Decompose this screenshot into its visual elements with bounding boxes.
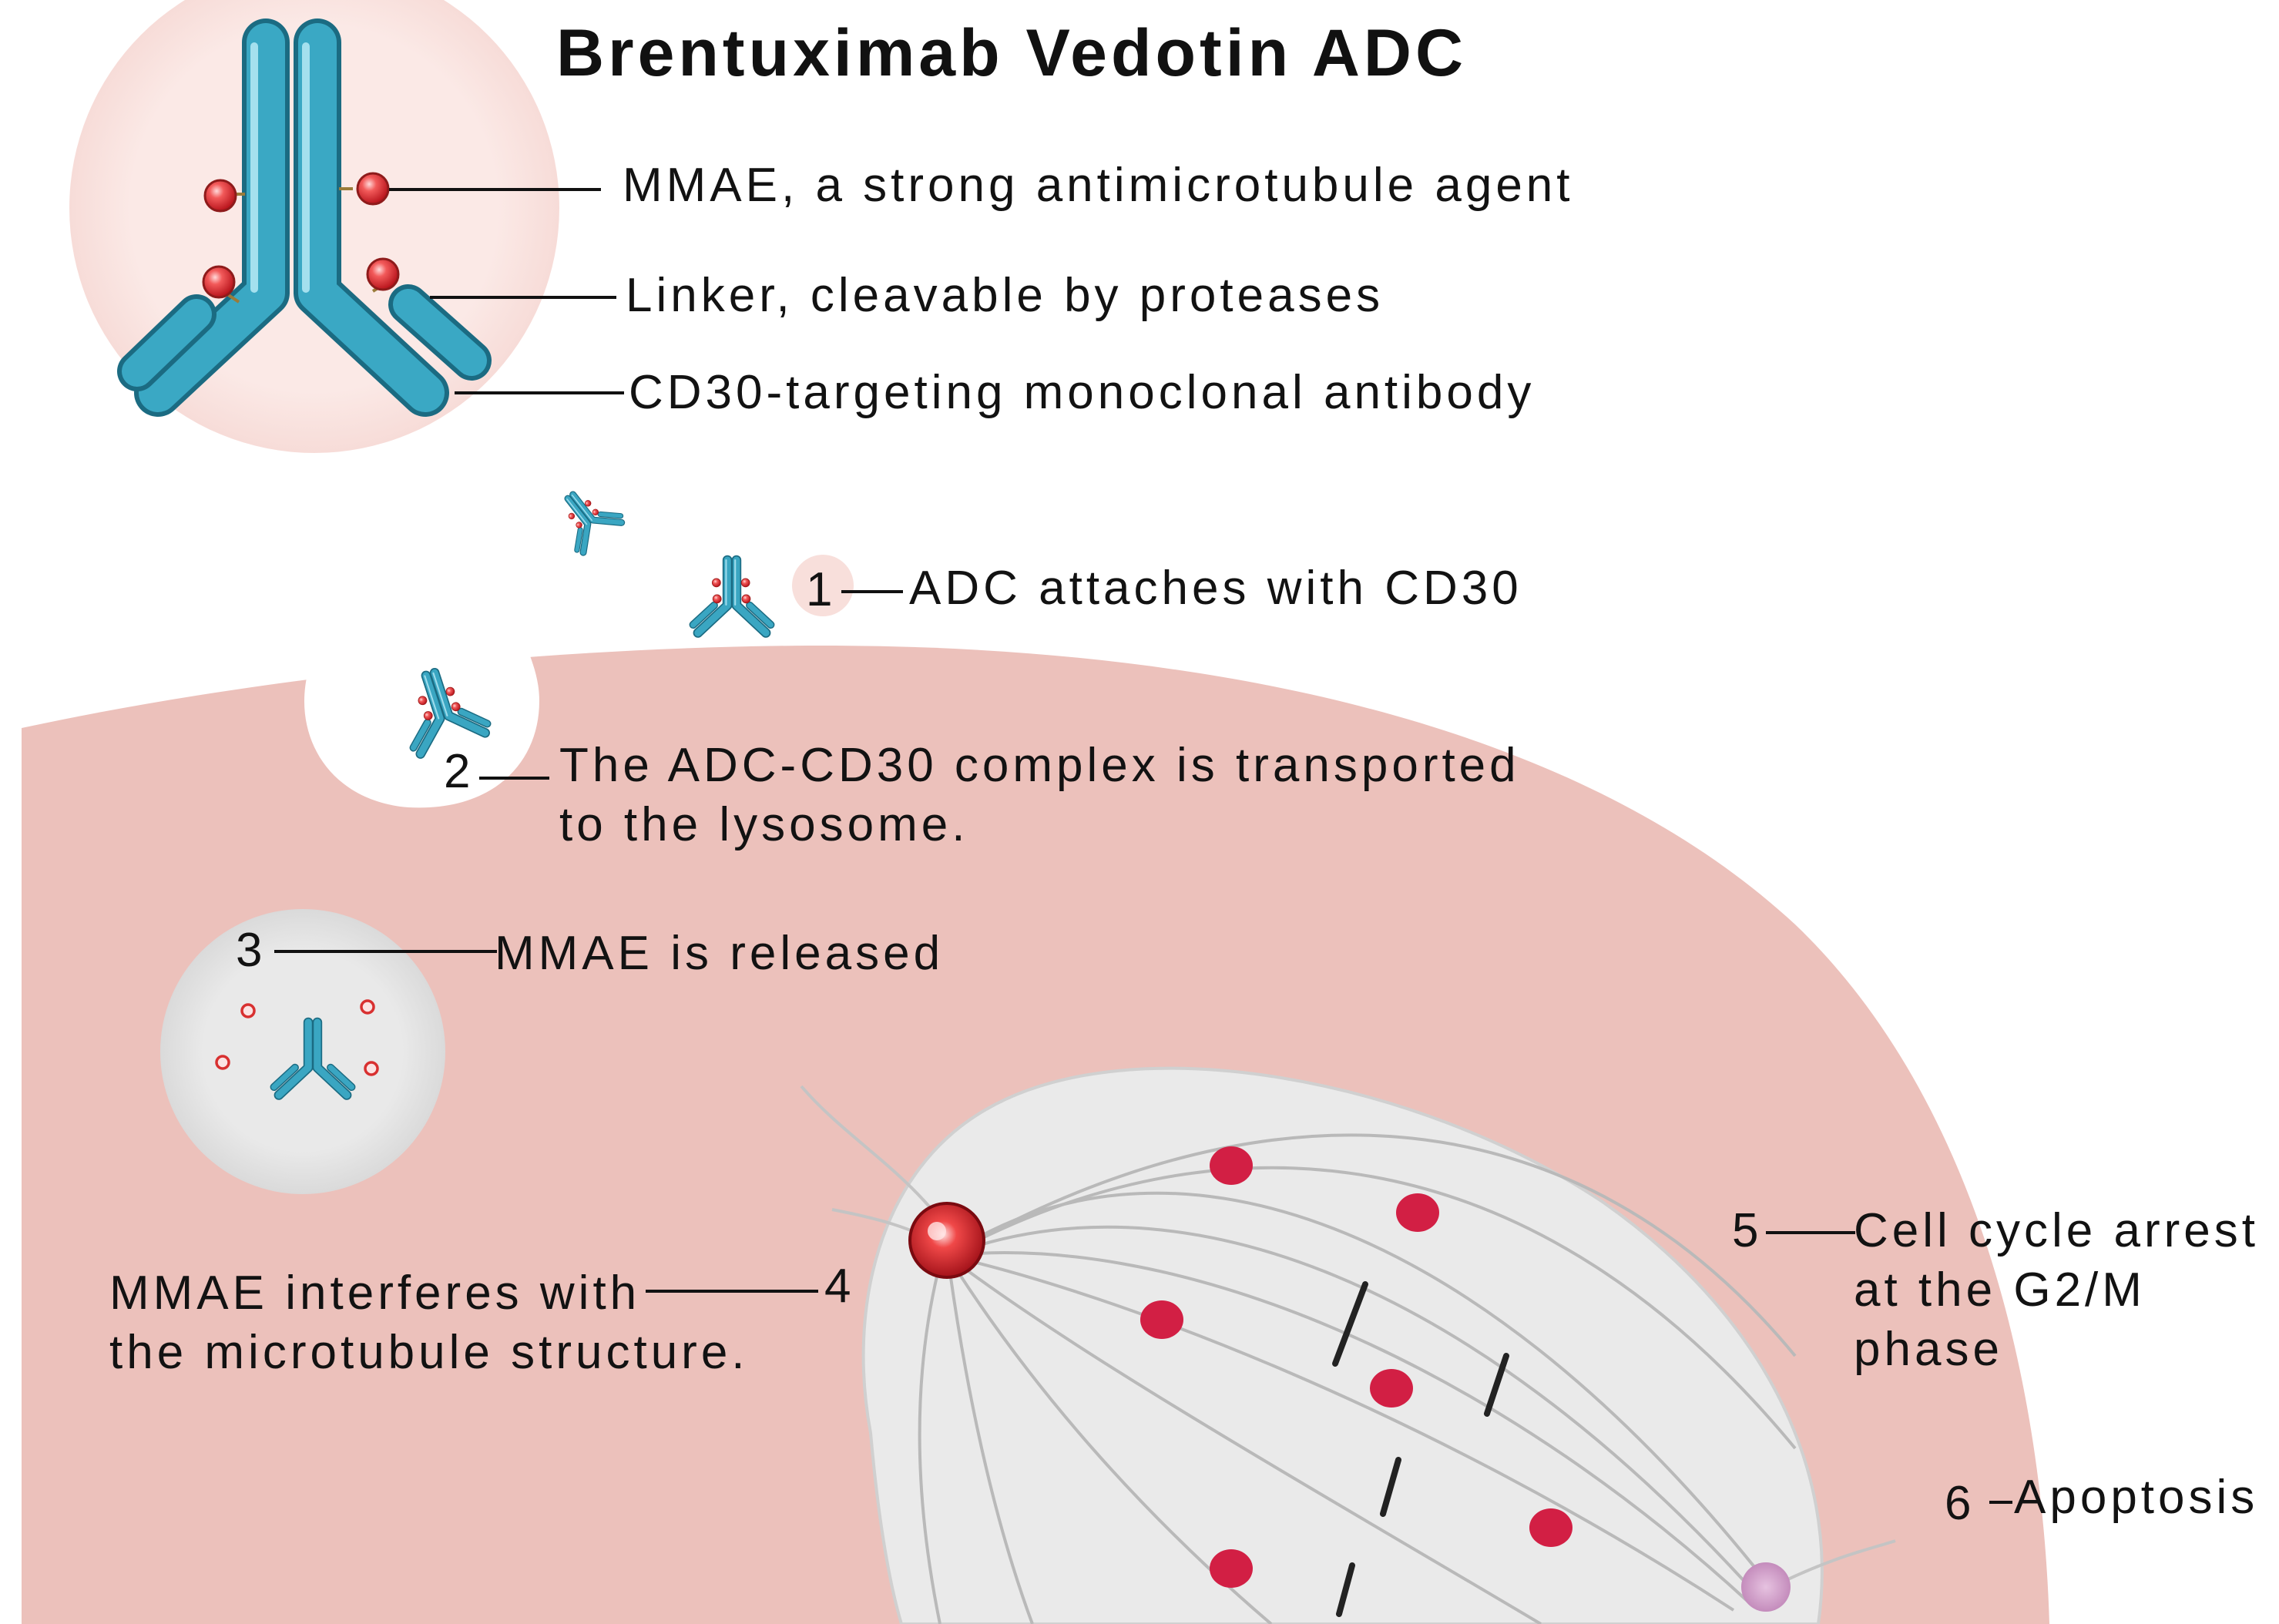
step-6-text: Apoptosis bbox=[2014, 1471, 2259, 1524]
step-2-number: 2 bbox=[444, 745, 471, 798]
step-1-number: 1 bbox=[806, 563, 833, 616]
lysosome bbox=[160, 909, 445, 1194]
label-linker: Linker, cleavable by proteases bbox=[626, 269, 1385, 322]
step-4-text-line-1: MMAE interferes with bbox=[109, 1267, 641, 1320]
centrosome-mmae-icon bbox=[908, 1202, 985, 1279]
step-3-number: 3 bbox=[236, 924, 263, 977]
mmae-molecule-icon bbox=[366, 257, 400, 291]
step-3-text: MMAE is released bbox=[495, 927, 945, 980]
mmae-molecule-icon bbox=[356, 172, 390, 206]
step-2-text-line-1: The ADC-CD30 complex is transported bbox=[559, 739, 1520, 792]
centrosome-icon bbox=[1741, 1562, 1791, 1612]
released-mmae bbox=[215, 999, 379, 1076]
step-4-number: 4 bbox=[824, 1260, 851, 1313]
label-antibody: CD30-targeting monoclonal antibody bbox=[629, 366, 1536, 419]
attached-adc-icon bbox=[693, 560, 771, 633]
step-5-text-line-2: at the G2/M bbox=[1854, 1263, 2146, 1317]
step-1-text: ADC attaches with CD30 bbox=[909, 562, 1522, 615]
mmae-molecule-icon bbox=[202, 265, 236, 299]
page-title: Brentuximab Vedotin ADC bbox=[556, 16, 1468, 90]
step-6-number: 6 bbox=[1945, 1477, 1972, 1530]
step-5-text-line-3: phase bbox=[1854, 1323, 2003, 1376]
step-5-text-line-1: Cell cycle arrest bbox=[1854, 1204, 2259, 1257]
cd30-receptor bbox=[792, 555, 854, 616]
step-5-number: 5 bbox=[1732, 1204, 1759, 1257]
mmae-molecule-icon bbox=[203, 179, 237, 213]
mitotic-spindle-icon bbox=[800, 1066, 1896, 1624]
floating-adc-icon bbox=[549, 479, 624, 555]
label-mmae: MMAE, a strong antimicrotubule agent bbox=[623, 159, 1574, 212]
large-adc-icon bbox=[117, 18, 492, 417]
step-2-text-line-2: to the lysosome. bbox=[559, 798, 969, 851]
step-4-text-line-2: the microtubule structure. bbox=[109, 1326, 749, 1379]
